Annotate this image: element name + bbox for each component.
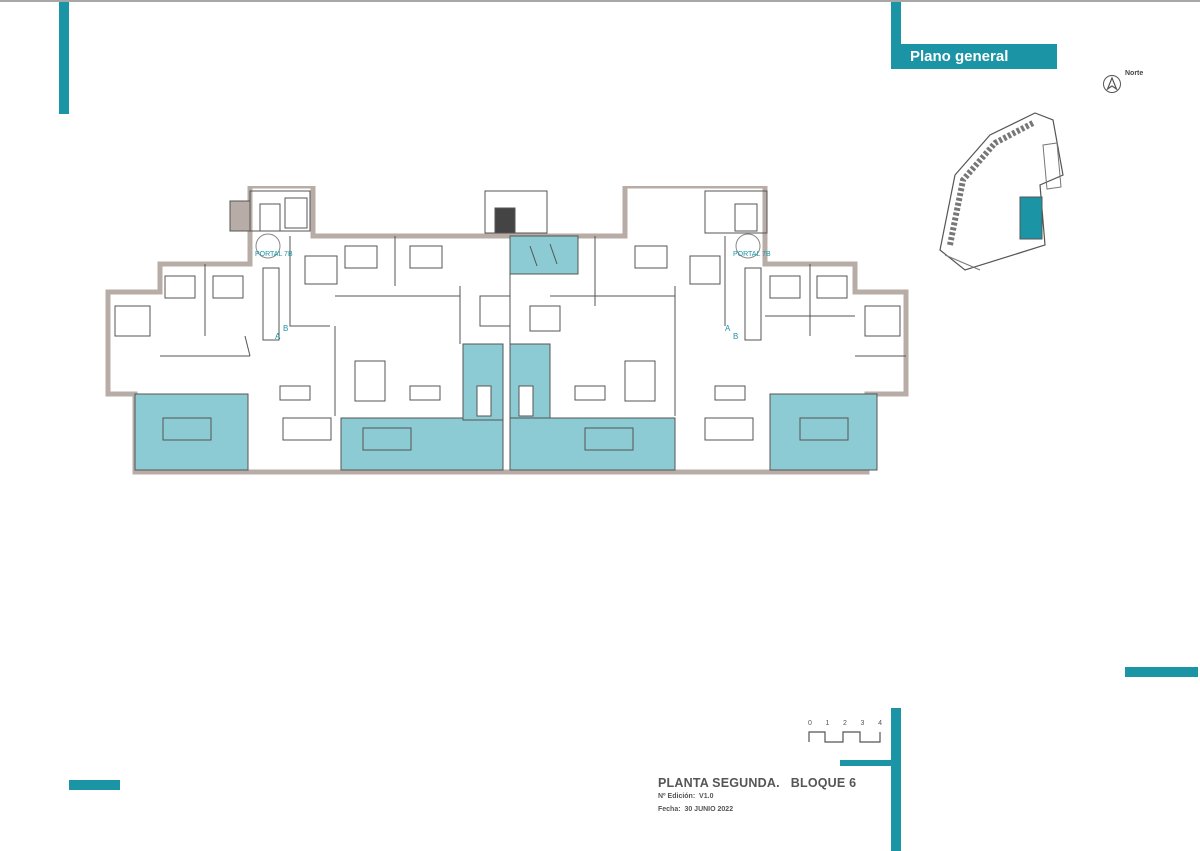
site-key-plan xyxy=(939,112,1064,271)
floor-plan-drawing: PORTAL 7B PORTAL 7B A B A B xyxy=(105,186,909,475)
north-arrow-icon xyxy=(1103,75,1121,93)
door-label-b-right: B xyxy=(733,332,738,341)
sheet-title: PLANTA SEGUNDA. BLOQUE 6 xyxy=(658,776,857,790)
top-border xyxy=(0,0,1200,2)
date-info: Fecha: 30 JUNIO 2022 xyxy=(658,806,734,813)
scale-bar: 0 1 2 3 4 xyxy=(808,720,882,744)
door-label-b-left: B xyxy=(283,324,288,333)
accent-bar-right xyxy=(1125,667,1198,677)
scale-tick: 4 xyxy=(878,720,882,727)
scale-tick: 0 xyxy=(808,720,812,727)
portal-label-left: PORTAL 7B xyxy=(255,251,293,258)
north-label: Norte xyxy=(1125,70,1144,77)
plano-general-label: Plano general xyxy=(891,44,1057,69)
scale-tick: 2 xyxy=(843,720,847,727)
portal-label-right: PORTAL 7B xyxy=(733,251,771,258)
door-label-a-right: A xyxy=(725,324,731,333)
accent-bar-bottom-horizontal xyxy=(840,760,895,766)
door-label-a-left: A xyxy=(275,332,281,341)
accent-bar-top-left xyxy=(59,2,69,114)
accent-bar-bottom-vertical xyxy=(891,708,901,851)
edition-info: Nº Edición: V1.0 xyxy=(658,793,714,800)
scale-tick: 1 xyxy=(825,720,830,727)
scale-tick: 3 xyxy=(860,720,865,727)
accent-bar-bottom-left xyxy=(69,780,120,790)
accent-bar-top-right xyxy=(891,2,901,47)
